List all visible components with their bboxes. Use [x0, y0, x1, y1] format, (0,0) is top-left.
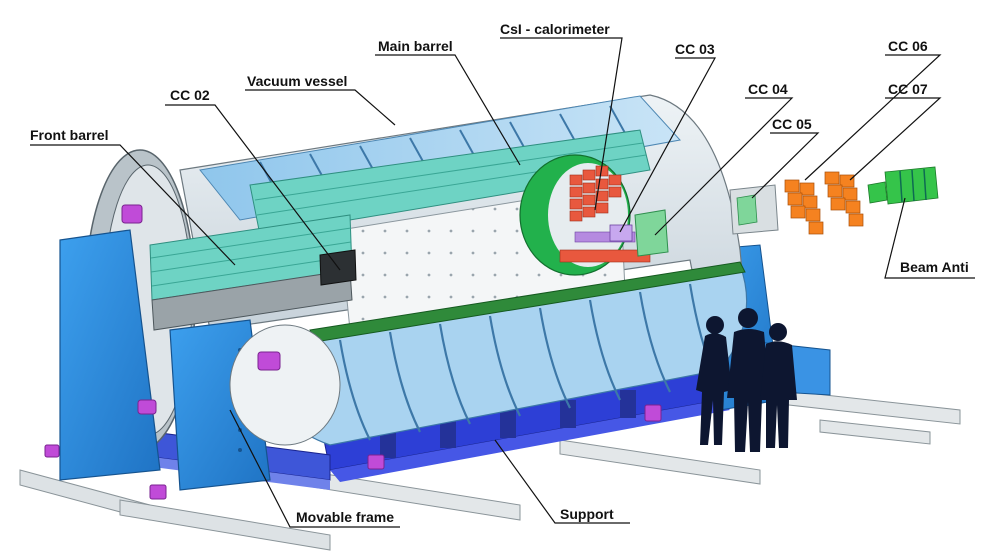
cc06-detector [784, 179, 824, 235]
beam-anti-detector [867, 166, 939, 205]
label-movable-frame: Movable frame [296, 509, 394, 525]
front-movable-frame [59, 229, 271, 491]
labels: Front barrel CC 02 Vacuum vessel Main ba… [30, 21, 969, 525]
label-support: Support [560, 506, 614, 522]
people-silhouettes [696, 308, 797, 452]
label-cc03: CC 03 [675, 41, 715, 57]
label-main-barrel: Main barrel [378, 38, 453, 54]
csi-calorimeter [519, 154, 651, 276]
label-beam-anti: Beam Anti [900, 259, 969, 275]
cc03-detector [609, 224, 633, 242]
cc07-detector [824, 171, 864, 227]
front-funnel [229, 324, 341, 446]
label-cc07: CC 07 [888, 81, 928, 97]
label-cc05: CC 05 [772, 116, 812, 132]
label-vacuum-vessel: Vacuum vessel [247, 73, 347, 89]
label-cc02: CC 02 [170, 87, 210, 103]
actuators [44, 204, 662, 500]
front-barrel [149, 214, 353, 331]
base-rails [19, 389, 961, 551]
label-cc06: CC 06 [888, 38, 928, 54]
cc05-detector [729, 184, 779, 235]
leader-lines [30, 37, 975, 528]
label-cc04: CC 04 [748, 81, 788, 97]
label-front-barrel: Front barrel [30, 127, 109, 143]
label-csi-calorimeter: CsI - calorimeter [500, 21, 610, 37]
cc04-detector [634, 209, 669, 257]
